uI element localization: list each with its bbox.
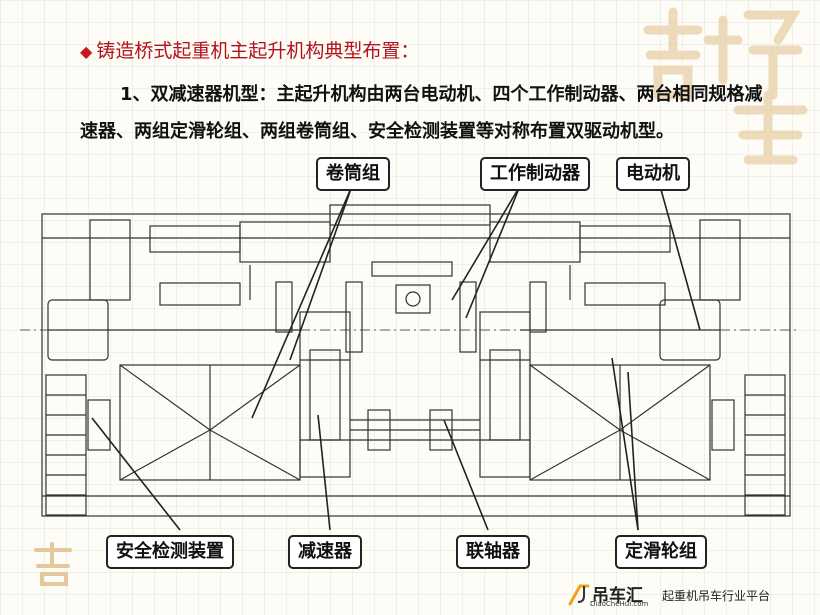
- brand-logo: 吊车汇 DiaoCheHui.com 起重机吊车行业平台: [564, 580, 814, 610]
- label-drum-group: 卷筒组: [316, 157, 390, 191]
- left-reducer: [299, 311, 351, 478]
- leader-safety: [91, 417, 181, 531]
- logo-url: DiaoCheHui.com: [590, 600, 649, 608]
- diamond-bullet-icon: ◆: [80, 42, 93, 61]
- decorative-calligraphy-watermark: [643, 7, 808, 165]
- label-fixed-pulley-group: 定滑轮组: [615, 535, 707, 569]
- left-end-carriage: [45, 374, 87, 516]
- label-coupling: 联轴器: [456, 535, 530, 569]
- logo-slogan: 起重机吊车行业平台: [662, 589, 771, 603]
- decorative-stamp: [34, 542, 72, 586]
- crane-hook-icon: [568, 584, 590, 606]
- label-reducer: 减速器: [288, 535, 362, 569]
- safety-device: [87, 399, 111, 451]
- brake-1: [275, 281, 293, 333]
- safety-device-right: [711, 399, 735, 451]
- crane-frame: [41, 213, 791, 517]
- slide-heading: ◆铸造桥式起重机主起升机构典型布置：: [80, 36, 419, 63]
- right-end-carriage: [744, 374, 786, 516]
- heading-text: 铸造桥式起重机主起升机构典型布置：: [96, 40, 420, 62]
- leader-motor: [659, 185, 701, 331]
- brake-3: [459, 281, 477, 353]
- leader-pulley: [611, 357, 639, 531]
- brake-4: [529, 281, 547, 333]
- leader-pulley-2: [627, 371, 639, 531]
- label-safety-device: 安全检测装置: [106, 535, 234, 569]
- slide-body-text: 1、双减速器机型：主起升机构由两台电动机、四个工作制动器、两台相同规格减速器、两…: [80, 84, 763, 142]
- label-working-brake: 工作制动器: [480, 157, 590, 191]
- label-motor: 电动机: [616, 157, 690, 191]
- leader-coupling: [443, 419, 489, 531]
- brake-2: [345, 281, 363, 353]
- leader-brake-1: [465, 185, 521, 319]
- right-reducer: [479, 311, 531, 478]
- logo-name: 吊车汇: [592, 586, 643, 606]
- leader-drum: [251, 185, 353, 419]
- leader-brake-2: [451, 185, 521, 301]
- leader-reducer: [317, 414, 331, 531]
- leader-drum-2: [289, 185, 353, 361]
